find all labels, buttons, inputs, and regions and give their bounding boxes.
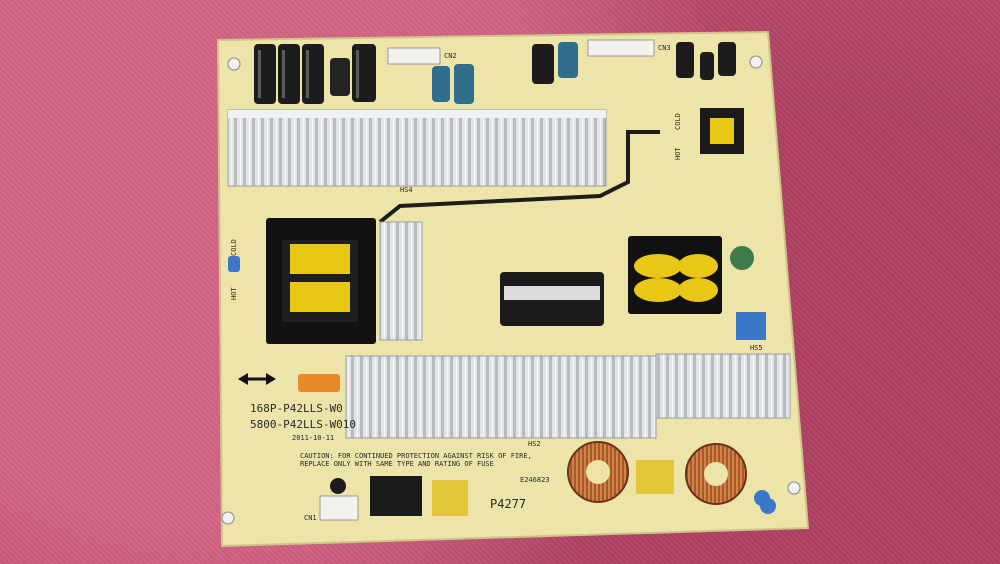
model-number-1: 168P-P42LLS-W0 — [250, 402, 343, 415]
fuse — [298, 374, 340, 392]
x-capacitor — [736, 312, 766, 340]
model-number-2: 5800-P42LLS-W010 — [250, 418, 356, 431]
cold-label-right: COLD — [674, 113, 682, 130]
cn2-label: CN2 — [444, 52, 457, 60]
standby-transformer — [700, 108, 744, 154]
left-right-arrow-icon — [238, 373, 276, 385]
y-capacitor-left — [228, 256, 240, 272]
part-code: P4277 — [490, 497, 526, 511]
cold-label-left: COLD — [230, 239, 238, 256]
main-transformer-left — [266, 218, 376, 344]
heatsink-hs2 — [345, 355, 657, 439]
hot-label-left: HOT — [230, 287, 238, 300]
heatsink-center-left — [379, 221, 423, 341]
mounting-holes — [221, 55, 801, 525]
y-capacitor-bottom-right-2 — [760, 498, 776, 514]
hot-label-right: HOT — [674, 147, 682, 160]
bridge-rectifier — [500, 272, 604, 326]
capacitor-bank-top-right — [676, 42, 736, 80]
hs5-label: HS5 — [750, 344, 763, 352]
cert-number: E246823 — [520, 476, 550, 484]
bridge-black — [370, 476, 422, 516]
common-mode-choke-right — [685, 443, 747, 505]
caution-line-2: REPLACE ONLY WITH SAME TYPE AND RATING O… — [300, 460, 494, 468]
x-capacitor-yellow-left — [432, 480, 468, 516]
date-code: 2011-10-11 — [292, 434, 334, 442]
connector-cn2 — [387, 47, 441, 65]
heatsink-hs4 — [227, 109, 607, 187]
heatsink-hs5 — [655, 353, 791, 419]
main-transformer-right — [628, 236, 722, 314]
connector-cn3 — [587, 39, 655, 57]
capacitor-bank-blue — [432, 42, 578, 104]
cn1-label: CN1 — [304, 514, 317, 522]
pcb-trace — [378, 130, 660, 224]
hs4-label: HS4 — [400, 186, 413, 194]
connector-cn1 — [319, 495, 359, 521]
fuse-holder — [330, 478, 346, 494]
cn3-label: CN3 — [658, 44, 671, 52]
x-capacitor-yellow-right — [636, 460, 674, 494]
caution-line-1: CAUTION: FOR CONTINUED PROTECTION AGAINS… — [300, 452, 532, 460]
varistor — [730, 246, 754, 270]
hs2-label: HS2 — [528, 440, 541, 448]
capacitor-bank-top-left — [254, 44, 376, 104]
common-mode-choke-left — [567, 441, 629, 503]
